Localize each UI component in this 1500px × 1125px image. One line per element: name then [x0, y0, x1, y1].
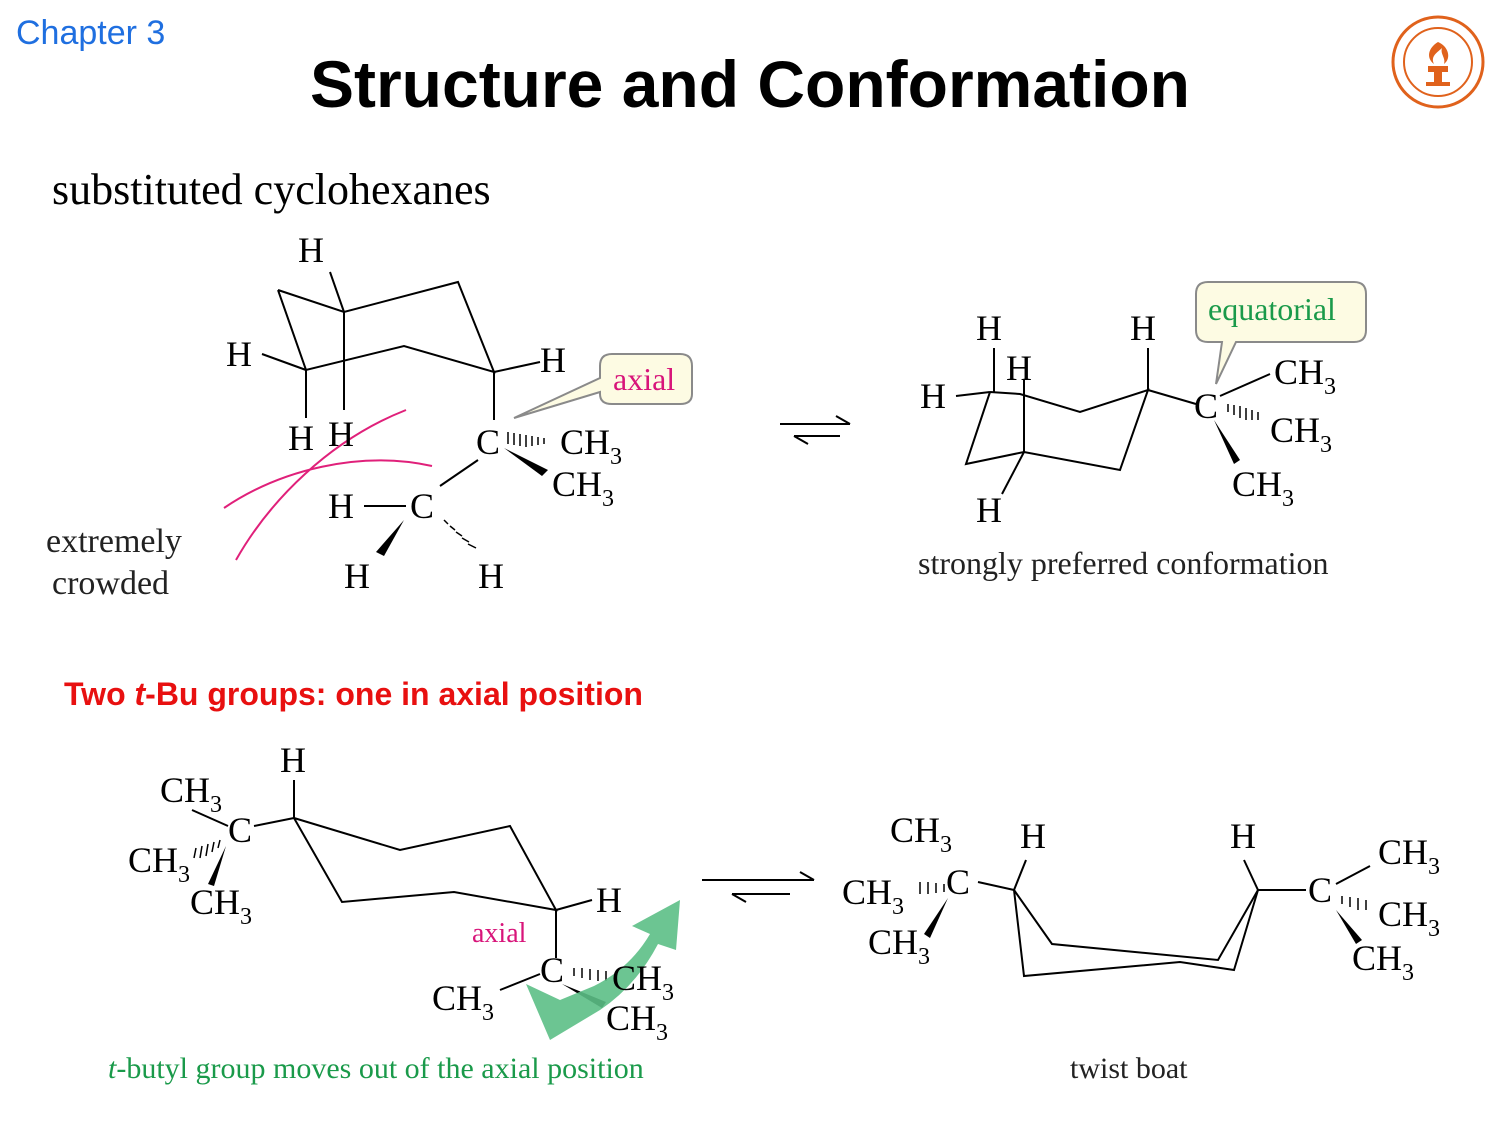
- hashed-wedge: [919, 882, 1367, 910]
- atom-label: C: [476, 422, 500, 462]
- atom-label: C: [1308, 870, 1332, 910]
- hashed-wedge: [507, 432, 545, 447]
- atom-label: H: [478, 556, 504, 596]
- atom-label: H: [344, 556, 370, 596]
- atom-label: CH3: [1378, 894, 1440, 942]
- atom-label: H: [976, 308, 1002, 348]
- axial-callout: [513, 353, 693, 419]
- atom-label: H: [288, 418, 314, 458]
- atom-label: C: [1194, 386, 1218, 426]
- atom-label: H: [1006, 348, 1032, 388]
- atom-label: CH3: [432, 978, 494, 1026]
- atom-label: H: [976, 490, 1002, 530]
- atom-label: H: [328, 414, 354, 454]
- note-suffix: -Bu groups: one in axial position: [145, 676, 643, 712]
- atom-label: CH3: [1378, 832, 1440, 880]
- atom-label: H: [280, 740, 306, 780]
- axial-label: axial: [472, 918, 527, 949]
- atom-label: H: [1130, 308, 1156, 348]
- chapter-label: Chapter 3: [16, 14, 166, 52]
- atom-label: CH3: [1232, 464, 1294, 512]
- atom-label: H: [1230, 816, 1256, 856]
- atom-label: CH3: [1274, 352, 1336, 400]
- university-seal-icon: [1391, 15, 1485, 109]
- chair-equatorial-tbu: [955, 348, 1271, 495]
- atom-label: H: [328, 486, 354, 526]
- equilibrium-arrows: [780, 415, 851, 445]
- atom-label: CH3: [552, 464, 614, 512]
- twist-boat-caption: twist boat: [1070, 1052, 1188, 1085]
- atom-label: H: [226, 334, 252, 374]
- atom-label: H: [596, 880, 622, 920]
- equatorial-callout-label: equatorial: [1208, 291, 1336, 327]
- atom-label: H: [540, 340, 566, 380]
- hashed-wedge: [573, 968, 607, 981]
- atom-label: CH3: [842, 872, 904, 920]
- solid-wedge: [1336, 910, 1362, 944]
- atom-label: C: [228, 810, 252, 850]
- chair-di-tbu: [191, 780, 593, 991]
- atom-label: CH3: [606, 998, 668, 1046]
- atom-label: H: [1020, 816, 1046, 856]
- crowding-label: crowded: [52, 565, 169, 602]
- crowding-arc: [235, 409, 407, 561]
- solid-wedge: [504, 448, 548, 476]
- twist-boat: [977, 859, 1371, 978]
- atom-label: C: [540, 950, 564, 990]
- atom-label: CH3: [1270, 410, 1332, 458]
- move-caption: t-butyl group moves out of the axial pos…: [108, 1052, 644, 1085]
- tbu-note: Two t-Bu groups: one in axial position: [64, 676, 643, 713]
- atom-label: CH3: [612, 958, 674, 1006]
- note-prefix: Two: [64, 676, 135, 712]
- solid-wedge: [1214, 420, 1240, 464]
- atom-label: CH3: [160, 770, 222, 818]
- atom-label: H: [298, 230, 324, 270]
- atom-label: C: [946, 862, 970, 902]
- atom-label: CH3: [890, 810, 952, 858]
- atom-label: C: [410, 486, 434, 526]
- atom-label: CH3: [868, 922, 930, 970]
- page-title: Structure and Conformation: [309, 47, 1190, 121]
- solid-wedge: [208, 846, 226, 886]
- atom-label: CH3: [1352, 938, 1414, 986]
- solid-wedge: [924, 898, 948, 938]
- atom-label: H: [920, 376, 946, 416]
- atom-label: CH3: [560, 422, 622, 470]
- crowding-arc: [223, 459, 433, 509]
- section-heading: substituted cyclohexanes: [52, 165, 491, 214]
- hashed-wedge: [1227, 404, 1259, 420]
- atom-label: CH3: [190, 882, 252, 930]
- note-italic: t: [134, 676, 146, 712]
- atom-label: CH3: [128, 840, 190, 888]
- crowding-label: extremely: [46, 523, 182, 560]
- equatorial-callout: [1195, 281, 1367, 385]
- solid-wedge: [376, 520, 404, 556]
- move-arrow: [526, 900, 680, 1040]
- hashed-wedge: [443, 519, 477, 549]
- axial-callout-label: axial: [613, 361, 675, 397]
- equilibrium-arrows: [702, 871, 815, 903]
- chair-axial-tbu: [261, 271, 541, 507]
- equatorial-caption: strongly preferred conformation: [918, 545, 1329, 581]
- hashed-wedge: [193, 839, 221, 859]
